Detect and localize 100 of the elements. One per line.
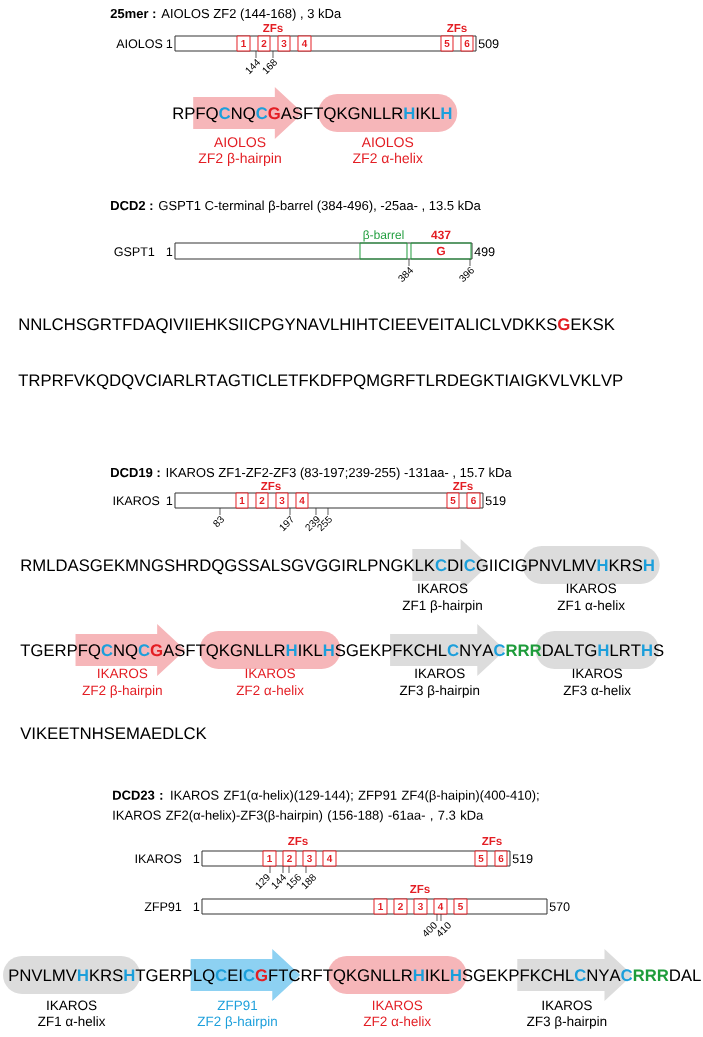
highlighted-residue: G xyxy=(150,644,163,657)
residue-number: 509 xyxy=(478,39,499,49)
highlighted-residue: H xyxy=(323,644,334,656)
position-tick: 188 xyxy=(301,865,316,890)
position-tick: 384 xyxy=(398,258,414,282)
residue-number: 1 xyxy=(166,496,173,505)
protein-name: ZFP91 xyxy=(144,902,182,912)
protein-name: IKAROS xyxy=(113,496,160,506)
structure-label: IKAROS xyxy=(98,668,148,679)
structure-label: ZF2 α-helix xyxy=(363,1016,431,1027)
sequence-text: SGEKPFKCHL xyxy=(462,969,574,982)
sequence-text: VIKEETNHSEMAEDLCK xyxy=(20,727,207,740)
domain-label: ZFs xyxy=(453,482,473,491)
structure-label: ZF1 α-helix xyxy=(557,600,625,611)
structure-label: ZF3 β-hairpin xyxy=(399,685,480,698)
position-tick: 144 xyxy=(271,865,287,890)
sequence-text: EI xyxy=(228,969,242,981)
highlighted-residue: G xyxy=(558,318,570,331)
zinc-finger-box: 5 xyxy=(440,35,454,52)
highlighted-residue: G xyxy=(255,969,267,982)
sequence-text: IKL xyxy=(426,969,450,981)
residue-number: 1 xyxy=(166,247,173,256)
structure-label: ZF3 β-hairpin xyxy=(527,1016,607,1029)
zinc-finger-box: 2 xyxy=(282,850,297,867)
position-tick: 400 xyxy=(423,913,438,937)
highlighted-residue: H xyxy=(643,559,654,571)
sequence-text: TGERPFQ xyxy=(20,644,101,660)
highlighted-residue: H xyxy=(404,107,415,119)
domain-box: G xyxy=(410,242,472,260)
highlighted-residue: H xyxy=(451,969,461,981)
zinc-finger-box: 1 xyxy=(236,35,251,52)
zinc-finger-box: 6 xyxy=(494,850,508,867)
domain-label: ZFs xyxy=(288,837,308,846)
position-tick: 410 xyxy=(437,913,451,937)
sequence-text: DAL xyxy=(670,969,701,981)
highlighted-residue: H xyxy=(642,644,652,656)
highlighted-residue: H xyxy=(124,969,135,981)
structure-label: ZF2 α-helix xyxy=(353,152,423,164)
highlighted-residue: H xyxy=(441,107,452,119)
structure-label: ZFP91 xyxy=(217,1000,258,1011)
position-tick: 144 xyxy=(245,50,261,75)
structure-label: ZF2 α-helix xyxy=(236,685,304,696)
structure-label: IKAROS xyxy=(418,583,468,594)
highlighted-residue: C xyxy=(574,969,586,982)
position-tick: 129 xyxy=(255,865,271,890)
sequence-text: FTCRFTQKGNLLR xyxy=(269,969,412,985)
residue-number: 519 xyxy=(512,854,533,864)
sequence-text: TRPRFVKQDQVCIARLRTAGTICLETFKDFPQMGRFTLRDEGKTIAIGKVLVKLVP xyxy=(18,374,623,390)
highlighted-residue: C xyxy=(464,559,476,572)
zinc-finger-box: 5 xyxy=(446,492,460,509)
highlighted-residue: RRR xyxy=(506,644,542,656)
domain-label: ZFs xyxy=(482,837,502,846)
highlighted-residue: H xyxy=(413,969,424,981)
highlighted-residue: C xyxy=(621,969,633,982)
highlighted-residue: H xyxy=(597,559,608,571)
sequence-text: GIICIGPNVLMV xyxy=(476,559,597,572)
sequence-text: IKL xyxy=(299,644,323,656)
sequence-text: SGEKPFKCHL xyxy=(335,644,447,657)
zinc-finger-box: 4 xyxy=(295,492,309,509)
sequence-text: NQ xyxy=(114,644,138,660)
highlighted-residue: C xyxy=(243,969,255,982)
highlighted-residue: G xyxy=(268,107,280,120)
highlighted-residue: H xyxy=(78,969,88,981)
residue-number: 1 xyxy=(193,902,200,911)
section-title: DCD23 : IKAROS ZF1(α-helix)(129-144); ZFP91 ZF4(β-haipin)(400-410); IKAROS ZF2(α-helix)-ZF3(β-hairpin) (156-188) -61aa- , 7.3 kDa xyxy=(113,790,539,823)
sequence-text: NYA xyxy=(587,969,621,981)
structure-label: IKAROS xyxy=(245,668,295,679)
sequence-text: KRS xyxy=(609,559,643,572)
structure-label: AIOLOS xyxy=(361,137,414,148)
structure-label: ZF1 β-hairpin xyxy=(402,600,482,613)
structure-label: IKAROS xyxy=(47,1000,97,1011)
sequence-text: PNVLMV xyxy=(9,969,77,981)
sequence-text: RMLDASGEKMNGSHRDQGSSALSGVGGIRLPNGKLK xyxy=(21,559,435,575)
sequence-text: NNLCHSGRTFDAQIVIIEHKSIICPGYNAVLHIHTCIEEVEITALICLVDKKS xyxy=(19,318,557,334)
zinc-finger-box: 4 xyxy=(297,35,312,52)
sequence-text: KRS xyxy=(90,969,123,982)
sequence-text: LRT xyxy=(610,644,641,656)
sequence-text: NYA xyxy=(460,644,494,656)
position-tick: 83 xyxy=(213,507,224,527)
sequence-text: NQ xyxy=(232,107,255,123)
zinc-finger-box: 4 xyxy=(433,898,448,915)
domain-label: β-barrel xyxy=(363,230,404,242)
position-tick: 396 xyxy=(459,258,474,282)
structure-label: IKAROS xyxy=(572,668,623,679)
highlighted-residue: C xyxy=(219,107,231,120)
residue-number: 1 xyxy=(193,854,200,863)
highlighted-residue: C xyxy=(447,644,459,657)
structure-label: IKAROS xyxy=(372,1000,423,1011)
zinc-finger-box: 3 xyxy=(413,898,428,915)
structure-label: ZF3 α-helix xyxy=(563,685,631,696)
zinc-finger-box: 6 xyxy=(466,492,481,509)
highlighted-residue: C xyxy=(256,107,268,120)
structure-label: AIOLOS xyxy=(214,137,266,148)
structure-label: IKAROS xyxy=(415,668,465,679)
residue-number: 1 xyxy=(166,39,173,48)
sequence-text: ASFTQKGNLLR xyxy=(280,107,403,123)
zinc-finger-box: 5 xyxy=(453,898,468,915)
highlighted-residue: C xyxy=(494,644,506,657)
position-tick: 197 xyxy=(279,507,293,532)
zinc-finger-box: 1 xyxy=(262,850,277,867)
